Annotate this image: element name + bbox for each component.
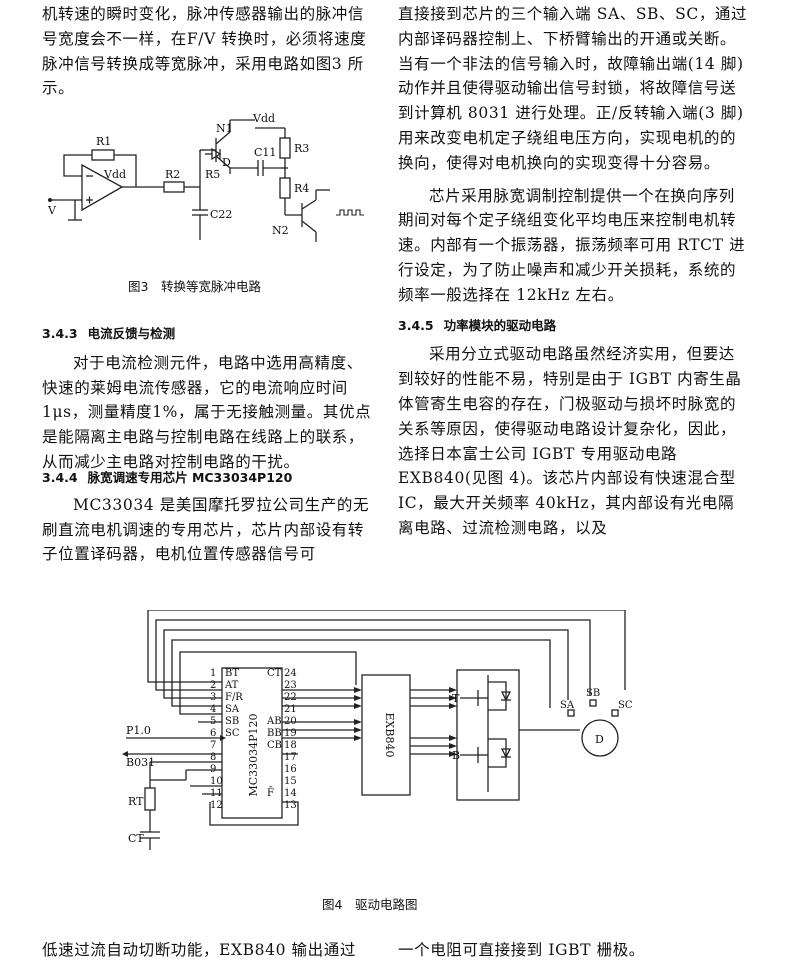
label-d: D — [222, 156, 231, 169]
right-pin-label: CB — [267, 740, 282, 751]
figure-3-caption: 图3 转换等宽脉冲电路 — [128, 279, 261, 294]
resistor-r2 — [163, 181, 185, 193]
left-pin-label: AT — [224, 680, 239, 691]
right-pin-number: 17 — [284, 752, 297, 763]
right-paragraph-3: 采用分立式驱动电路虽然经济实用，但要达到较好的性能不易，特别是由于 IGBT 内… — [398, 345, 742, 537]
resistor-r1 — [91, 149, 115, 161]
right-pin-number: 24 — [284, 668, 297, 679]
label-n2: N2 — [272, 224, 289, 237]
exb-label: EXB840 — [383, 713, 396, 758]
bottom-right-text: 一个电阻可直接接到 IGBT 栅极。 — [398, 941, 645, 959]
label-vdd-op: Vdd — [103, 168, 126, 181]
label-b: B — [452, 749, 460, 762]
left-paragraph-top: 机转速的瞬时变化，脉冲传感器输出的脉冲信号宽度会不一样，在F/V 转换时，必须将… — [42, 5, 367, 98]
figure-3-circuit: R1 Vdd V R2 C22 N1 Vdd D R5 C11 R3 R4 — [47, 112, 364, 242]
right-pin-number: 21 — [284, 704, 297, 715]
section-3-4-3-text: 对于电流检测元件，电路中选用高精度、快速的莱姆电流传感器，它的电流响应时间1μs… — [42, 353, 372, 471]
chip-mc33034 — [221, 667, 283, 819]
left-pin-number: 1 — [210, 668, 216, 679]
label-b031: B031 — [126, 756, 155, 769]
left-pin-label: SC — [225, 728, 240, 739]
op-amp — [81, 163, 124, 212]
left-pin-number: 4 — [210, 704, 216, 715]
label-r1: R1 — [96, 135, 111, 148]
label-v: V — [47, 204, 57, 217]
label-sa: SA — [560, 700, 575, 711]
resistor-r3 — [279, 137, 291, 159]
label-vdd-top: Vdd — [252, 112, 275, 125]
section-3-4-4-text: MC33034 是美国摩托罗拉公司生产的无刷直流电机调速的专用芯片，芯片内部设有… — [42, 495, 370, 564]
label-r3: R3 — [294, 142, 309, 155]
right-pin-label: CT — [267, 668, 282, 679]
resistor-rt — [144, 787, 156, 811]
left-pin-number: 12 — [210, 800, 223, 811]
left-pin-label: SB — [225, 716, 239, 727]
bottom-left-text: 低速过流自动切断功能，EXB840 输出通过 — [42, 941, 356, 959]
label-p10: P1.0 — [126, 724, 151, 737]
right-pin-label: F̄ — [267, 787, 274, 799]
left-pin-number: 6 — [210, 728, 216, 739]
left-pin-number: 2 — [210, 680, 216, 691]
right-pin-number: 15 — [284, 776, 297, 787]
label-sc: SC — [618, 700, 633, 711]
right-pin-number: 18 — [284, 740, 297, 751]
label-sb: SB — [586, 688, 600, 699]
right-pin-number: 16 — [284, 764, 297, 775]
resistor-r4 — [279, 177, 291, 199]
right-pin-number: 13 — [284, 800, 297, 811]
right-paragraph-1: 直接接到芯片的三个输入端 SA、SB、SC，通过内部译码器控制上、下桥臂输出的开… — [398, 5, 748, 172]
chip-label: MC33034P120 — [247, 713, 260, 796]
label-n1: N1 — [216, 122, 233, 135]
left-pin-label: F/R — [225, 692, 243, 703]
label-r4: R4 — [294, 182, 309, 195]
label-r5: R5 — [205, 168, 220, 181]
motor-label: D — [595, 733, 604, 746]
label-rt: RT — [128, 795, 144, 808]
right-pin-number: 14 — [284, 788, 297, 799]
left-pin-number: 7 — [210, 740, 216, 751]
label-c11: C11 — [254, 146, 276, 159]
figure-4-circuit: MC33034P120 123456789101112BTATF/RSASBSC… — [122, 610, 633, 850]
label-c22: C22 — [210, 208, 232, 221]
right-pin-label: AB — [266, 716, 282, 727]
left-pin-label: BT — [225, 668, 239, 679]
right-column: 直接接到芯片的三个输入端 SA、SB、SC，通过内部译码器控制上、下桥臂输出的开… — [398, 2, 750, 541]
right-pin-number: 23 — [284, 680, 297, 691]
igbt-module — [456, 669, 520, 801]
pulse-waveform — [336, 209, 364, 216]
left-pin-label: SA — [225, 704, 240, 715]
left-pin-number: 8 — [210, 752, 216, 763]
motor — [581, 719, 619, 757]
right-pin-number: 19 — [284, 728, 297, 739]
chip-exb840 — [361, 674, 411, 796]
label-t: T — [452, 692, 460, 705]
right-paragraph-2: 芯片采用脉宽调制控制提供一个在换向序列期间对每个定子绕组变化平均电压来控制电机转… — [398, 186, 746, 304]
label-ct: CT — [128, 832, 144, 845]
label-r2: R2 — [165, 168, 180, 181]
right-pin-label: BB — [267, 728, 282, 739]
figure-4-caption: 图4 驱动电路图 — [322, 897, 418, 912]
left-pin-number: 10 — [210, 776, 223, 787]
